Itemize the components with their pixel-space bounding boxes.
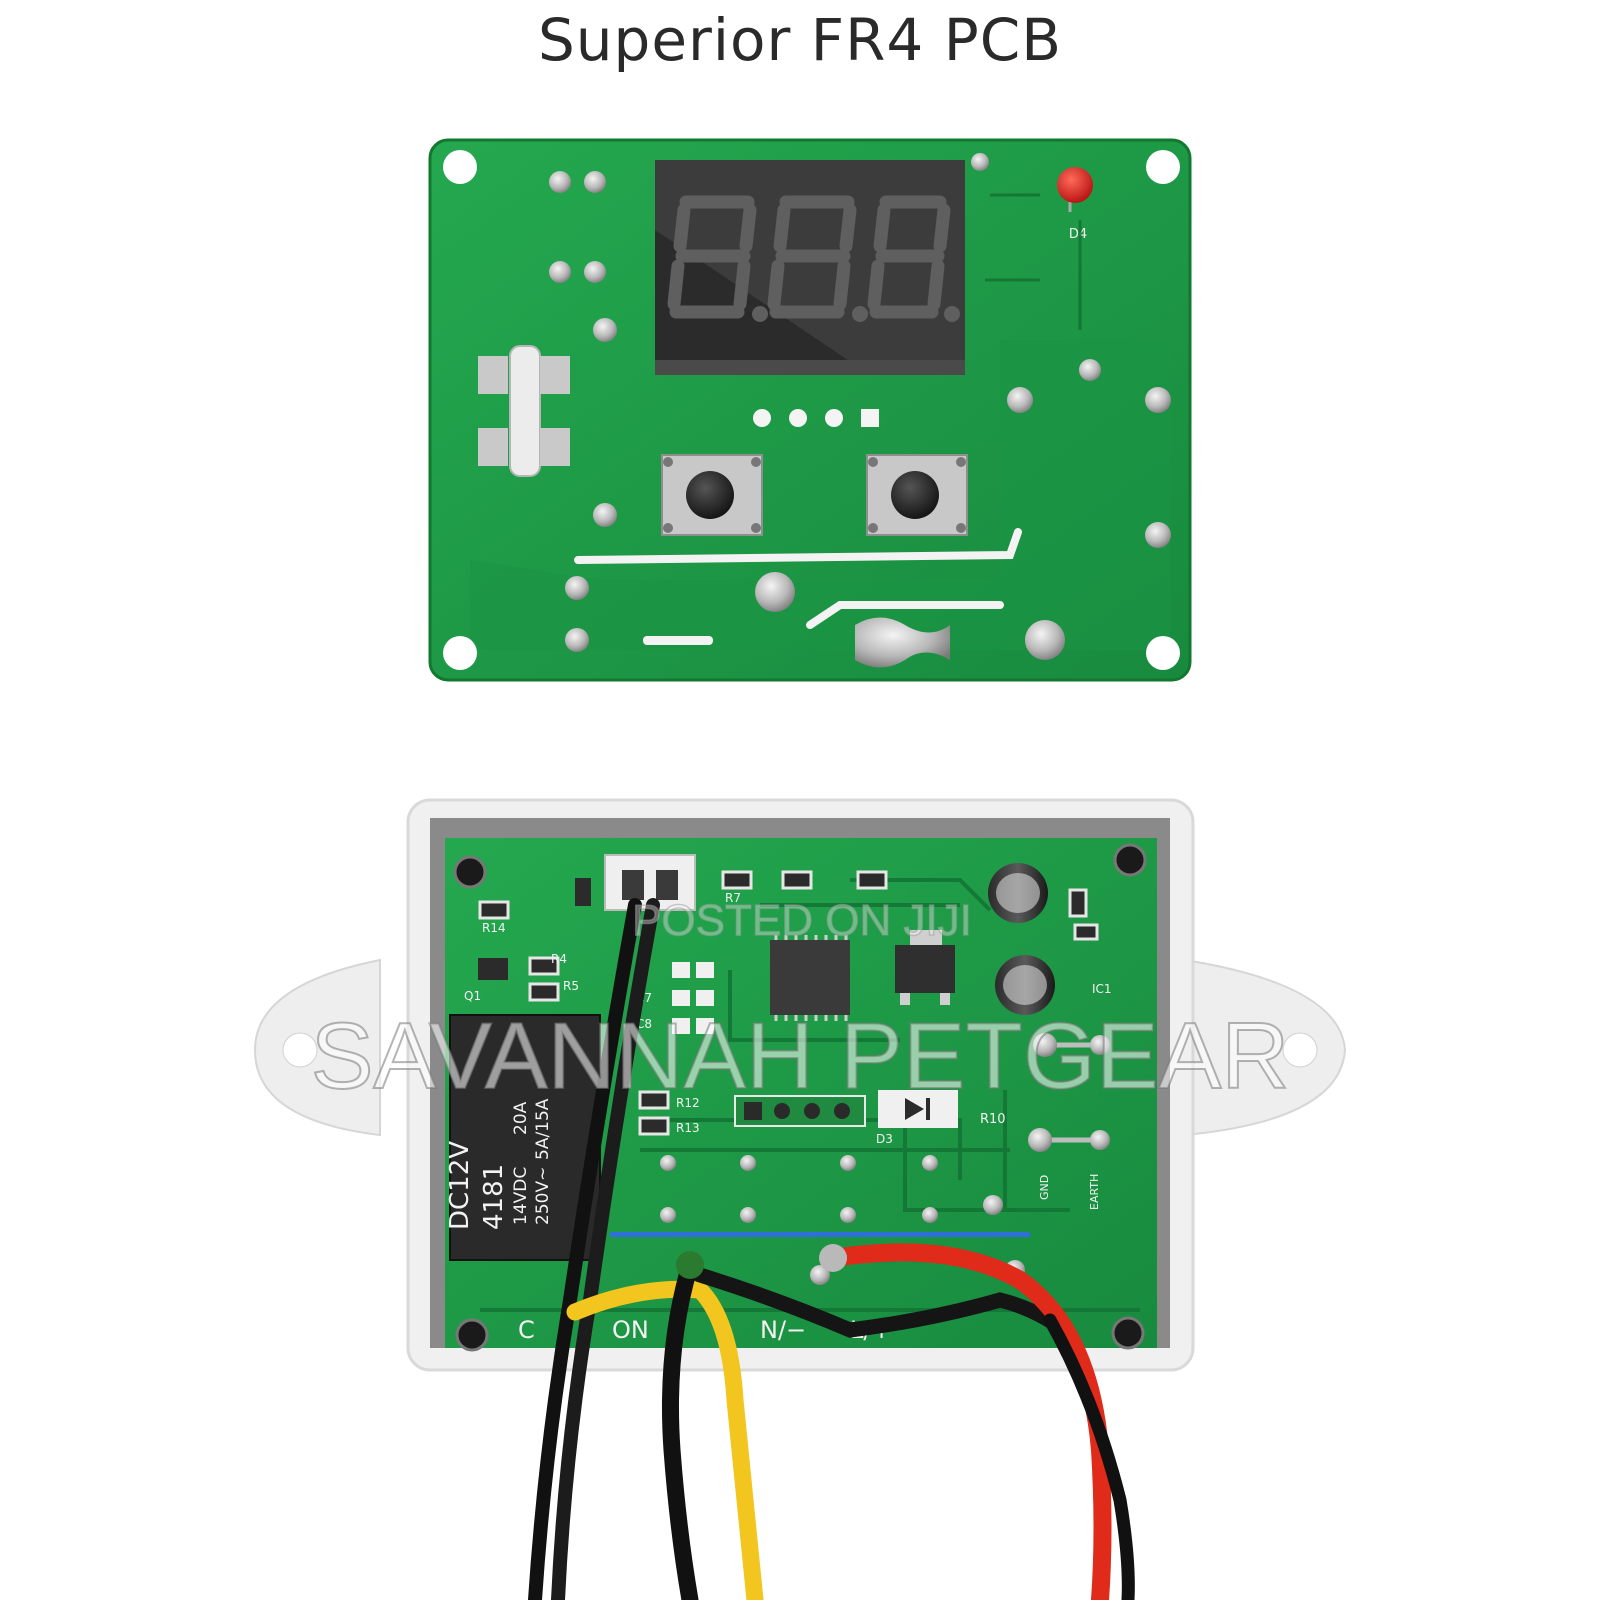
terminal-on: ON xyxy=(612,1316,649,1344)
tactile-button-left xyxy=(661,454,763,536)
silkscreen-labels: R4 R5 R7 R12 R13 R10 R14 Q1 C7 C8 D3 IC1… xyxy=(464,891,1112,1210)
corner-screws xyxy=(453,843,1147,1352)
watermark-small: POSTED ON JIJI xyxy=(632,896,972,945)
top-pcb-board: D4 xyxy=(428,138,1192,682)
bottom-pcb-board: DC12V 4181 20A 5A/15A 250V~ 14VDC R4 R5 … xyxy=(445,838,1157,1352)
voltage-regulator xyxy=(895,930,955,1005)
watermark-main: SAVANNAH PETGEAR xyxy=(311,1003,1290,1108)
header-pins xyxy=(734,1095,866,1127)
relay-text-model: 4181 xyxy=(479,1164,509,1230)
label-r4: R4 xyxy=(551,952,567,966)
label-earth: EARTH xyxy=(1088,1174,1101,1210)
tactile-button-right xyxy=(866,454,968,536)
microcontroller-ic xyxy=(770,935,850,1021)
label-gnd: GND xyxy=(1038,1175,1051,1200)
label-r7: R7 xyxy=(725,891,741,905)
relay-text-dc: 14VDC xyxy=(511,1167,531,1225)
relay-text-voltage: DC12V xyxy=(445,1141,475,1230)
label-r13: R13 xyxy=(676,1121,700,1135)
wires xyxy=(528,898,1135,1600)
terminal-labels: C ON N/− L/+ xyxy=(518,1316,892,1344)
label-r12: R12 xyxy=(676,1096,700,1110)
label-q1: Q1 xyxy=(464,989,481,1003)
relay-text-rating: 5A/15A xyxy=(533,1098,553,1160)
solder-pads xyxy=(549,153,1171,668)
relay-text-current: 20A xyxy=(511,1101,531,1135)
diode-d3 xyxy=(878,1090,958,1128)
label-d3: D3 xyxy=(876,1132,893,1146)
label-r14: R14 xyxy=(482,921,506,935)
terminal-c: C xyxy=(518,1316,535,1344)
electrolytic-capacitors xyxy=(988,863,1055,1015)
led-label: D4 xyxy=(1069,227,1087,242)
fuse-holder xyxy=(478,345,570,477)
red-led-d4: D4 xyxy=(1057,167,1093,242)
label-ic1: IC1 xyxy=(1092,982,1112,996)
label-r10: R10 xyxy=(980,1112,1006,1127)
smd-components xyxy=(478,870,1099,1136)
page-title: Superior FR4 PCB xyxy=(537,6,1063,74)
seven-segment-display xyxy=(655,160,965,375)
relay-text-ac: 250V~ xyxy=(533,1167,553,1225)
terminal-n: N/− xyxy=(760,1316,806,1344)
relay: DC12V 4181 20A 5A/15A 250V~ 14VDC xyxy=(445,1014,601,1261)
label-r5: R5 xyxy=(563,979,579,993)
mounting-holes xyxy=(443,150,1180,670)
watermarks: SAVANNAH PETGEAR POSTED ON JIJI xyxy=(310,895,1291,1109)
